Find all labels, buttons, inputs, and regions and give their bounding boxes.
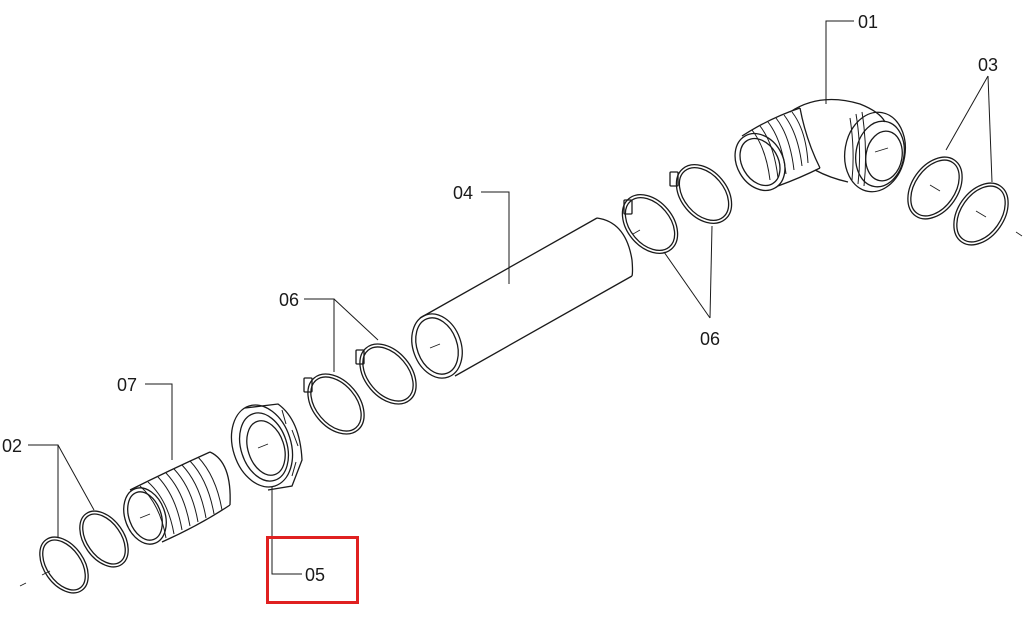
- label-part-06-right: 06: [700, 329, 721, 349]
- label-part-01: 01: [858, 12, 879, 32]
- label-part-07: 07: [117, 375, 138, 395]
- part-05-union-nut: [230, 403, 303, 491]
- leader-lines: [28, 20, 993, 575]
- label-part-03: 03: [978, 55, 999, 75]
- part-06-clamps-right: [621, 164, 733, 254]
- label-part-02: 02: [2, 436, 23, 456]
- part-05-highlight-box: [266, 536, 359, 604]
- part-03-o-rings: [907, 156, 1023, 246]
- part-06-clamps-left: [303, 343, 417, 435]
- part-07-corrugated-adapter: [123, 451, 231, 545]
- label-part-05: 05: [305, 565, 326, 585]
- part-04-pipe: [411, 217, 634, 379]
- part-01-elbow: [734, 98, 906, 193]
- label-part-04: 04: [453, 183, 474, 203]
- part-02-o-rings: [19, 510, 129, 594]
- label-part-06-left: 06: [279, 290, 300, 310]
